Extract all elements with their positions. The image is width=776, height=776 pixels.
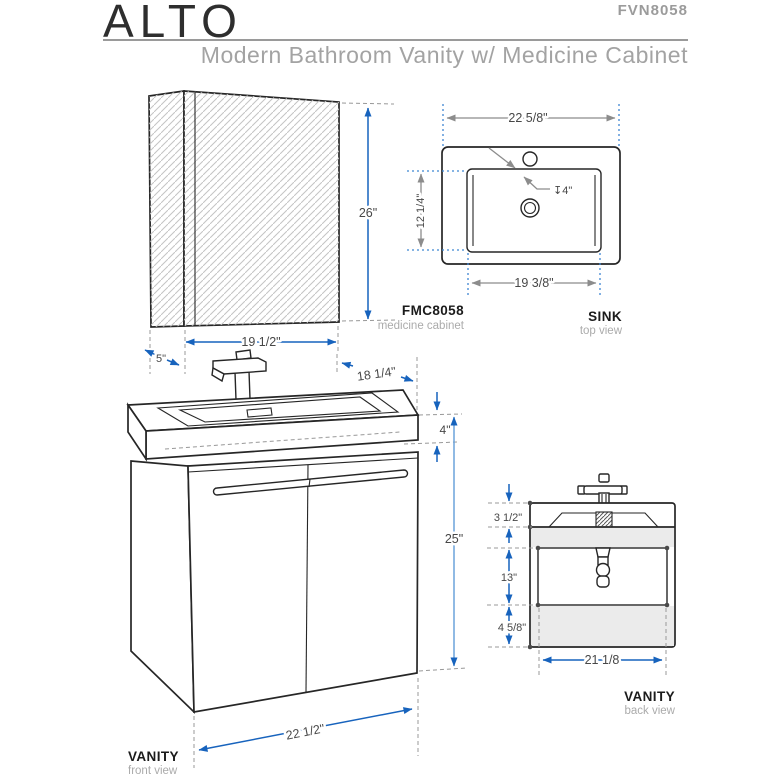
mirror-door bbox=[184, 91, 339, 326]
sink-top-view: 22 5/8" 12 1/4" 19 3/8" ↧4" SINK top vie… bbox=[407, 104, 623, 337]
mc-height-dim: 26" bbox=[359, 206, 377, 220]
faucet bbox=[211, 349, 267, 401]
mc-sublabel: medicine cabinet bbox=[378, 320, 465, 332]
medicine-cabinet-view: 26" 19 1/2" 5" FMC8058 medicine cabinet bbox=[144, 90, 465, 374]
back-faucet bbox=[577, 473, 628, 505]
towel-bar bbox=[212, 469, 409, 496]
back-drain-fitting bbox=[595, 511, 613, 528]
vanity-front-view: 18 1/4" 4" 25" 22 1/2" VANITY front view bbox=[126, 349, 467, 776]
vf-width-dim: 22 1/2" bbox=[285, 721, 326, 742]
vb-top-dim: 3 1/2" bbox=[494, 512, 522, 524]
sink-label: SINK bbox=[588, 309, 622, 324]
sink-basin-width-dim: 19 3/8" bbox=[514, 276, 553, 290]
faucet-hole bbox=[522, 151, 538, 167]
sink-drawing bbox=[441, 146, 621, 265]
vb-mid-dim: 13" bbox=[501, 572, 517, 584]
drain-hole bbox=[520, 198, 540, 218]
vanity-back-drawing bbox=[527, 473, 676, 650]
sink-basin-depth-dim: ↧4" bbox=[553, 185, 572, 197]
vanity-front-drawing bbox=[126, 349, 420, 715]
vf-counter-dim: 4" bbox=[440, 423, 451, 437]
sink-depth-dim: 12 1/4" bbox=[415, 194, 427, 229]
vb-width-dim: 21 1/8 bbox=[585, 653, 620, 667]
door-split bbox=[305, 464, 309, 693]
overflow-slot bbox=[246, 407, 273, 418]
drain-pipe bbox=[595, 547, 611, 588]
sink-width-dim: 22 5/8" bbox=[508, 111, 547, 125]
mc-depth-dim: 5" bbox=[156, 353, 166, 365]
cabinet-front bbox=[187, 451, 419, 714]
page-subtitle: Modern Bathroom Vanity w/ Medicine Cabin… bbox=[200, 42, 688, 68]
vb-label: VANITY bbox=[624, 689, 675, 704]
medicine-cabinet-drawing bbox=[148, 90, 340, 328]
vf-depth-dim: 18 1/4" bbox=[356, 364, 397, 383]
model-number: FVN8058 bbox=[617, 2, 688, 19]
header-divider bbox=[103, 39, 688, 41]
vanity-back-view: 3 1/2" 13" 4 5/8" 21 1/8 VANITY back vie… bbox=[487, 473, 676, 717]
vf-height-dim: 25" bbox=[445, 532, 463, 546]
mc-width-dim: 19 1/2" bbox=[241, 335, 280, 349]
vb-sublabel: back view bbox=[625, 705, 676, 717]
vf-label: VANITY bbox=[128, 749, 179, 764]
vf-sublabel: front view bbox=[128, 765, 178, 776]
sink-sublabel: top view bbox=[580, 325, 623, 337]
vb-bottom-dim: 4 5/8" bbox=[498, 622, 526, 634]
mc-label: FMC8058 bbox=[402, 303, 464, 318]
cabinet-left-side bbox=[130, 460, 195, 715]
